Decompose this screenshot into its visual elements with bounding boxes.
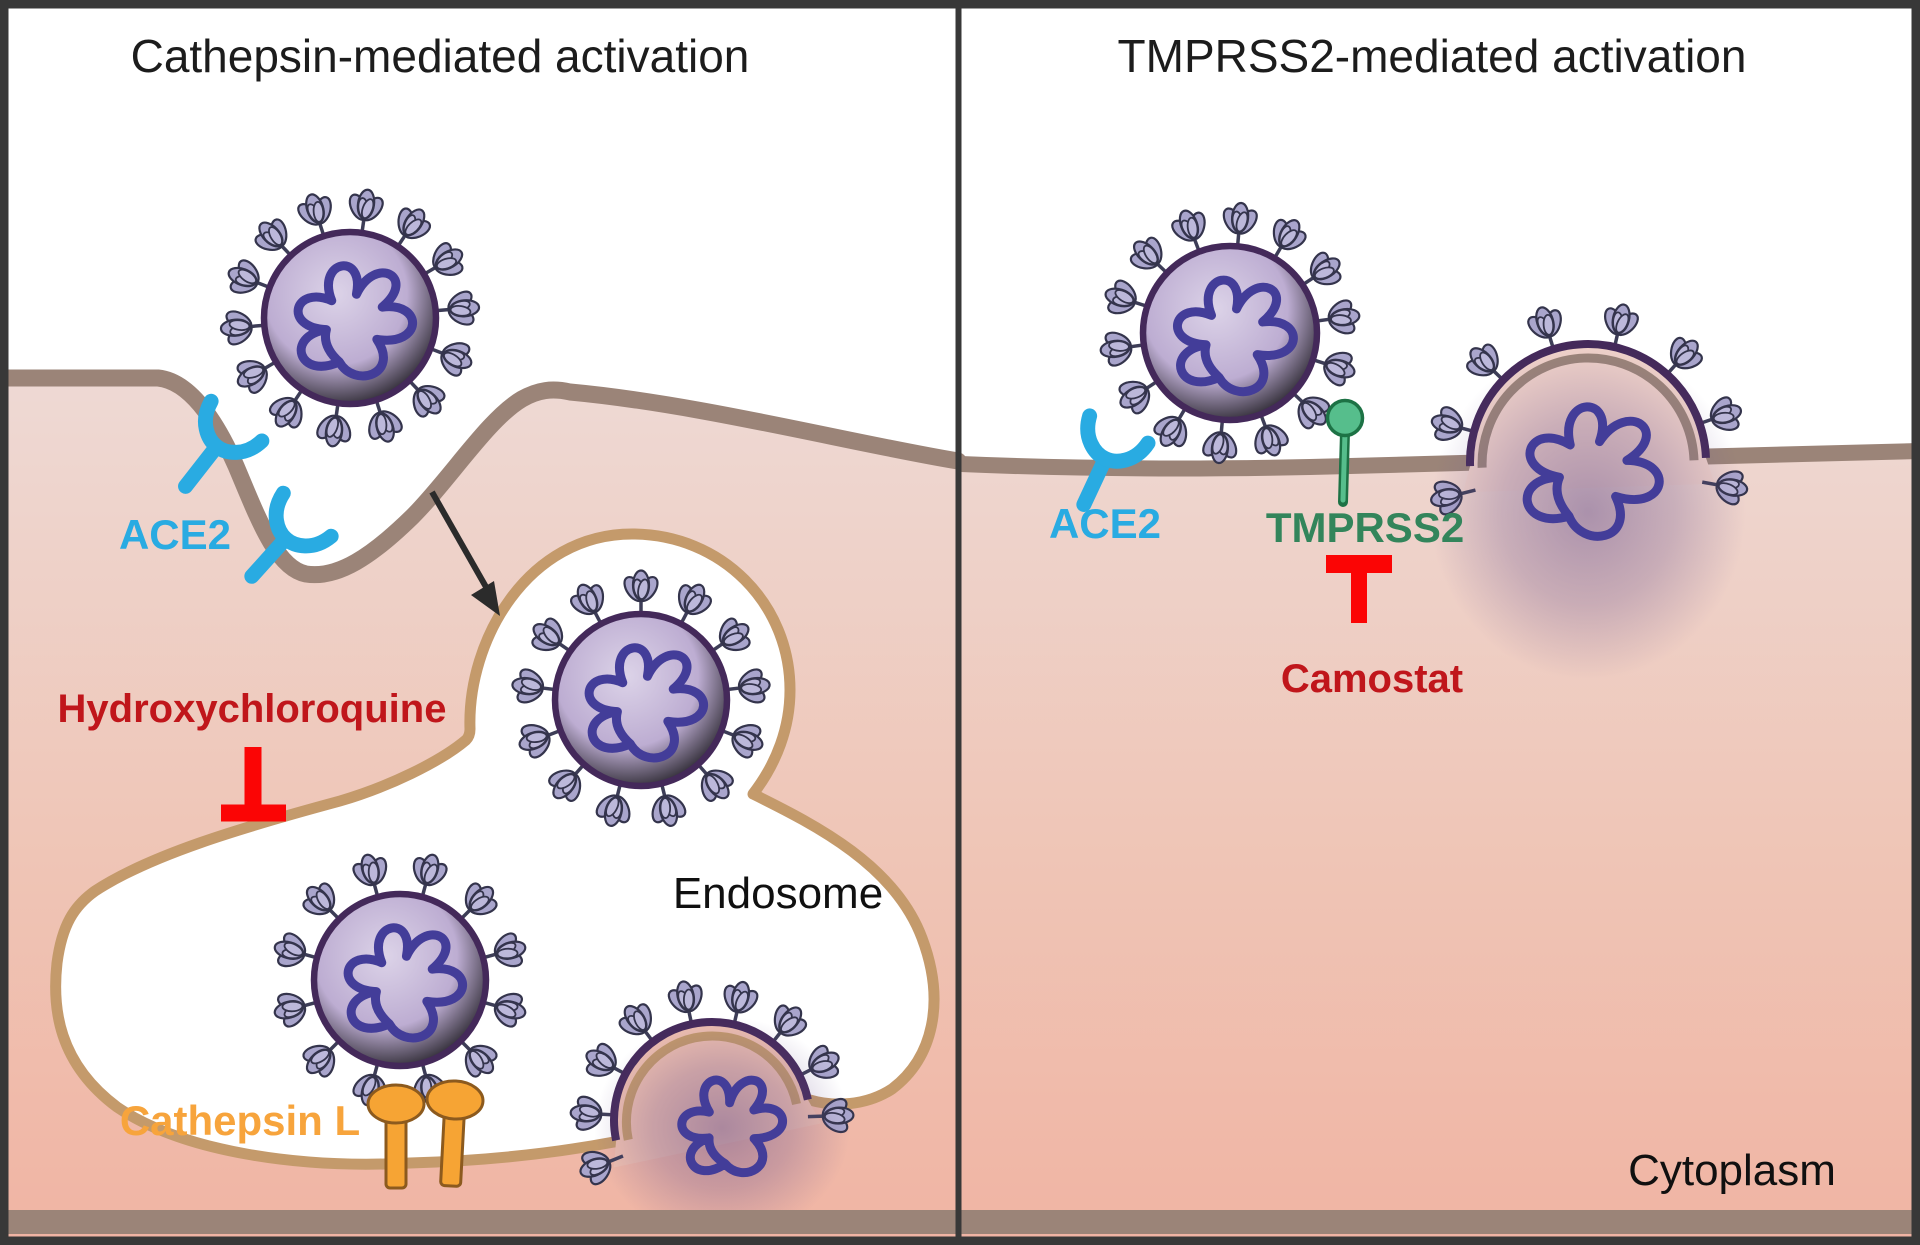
ace2-receptor-icon bbox=[178, 393, 270, 494]
spike-protein-icon bbox=[254, 218, 294, 259]
ace2-label-right: ACE2 bbox=[1049, 500, 1161, 547]
spike-protein-icon bbox=[1527, 306, 1562, 352]
endocytosis-arrow bbox=[429, 490, 500, 616]
spike-protein-icon bbox=[1299, 251, 1342, 288]
spike-protein-icon bbox=[618, 1003, 656, 1045]
spike-protein-icon bbox=[227, 259, 273, 294]
spike-protein-icon bbox=[695, 761, 734, 803]
viral-rna-genome bbox=[677, 1075, 787, 1178]
spike-protein-icon bbox=[1118, 378, 1161, 415]
hydroxychloroquine-label: Hydroxychloroquine bbox=[58, 687, 447, 731]
viral-rna-genome bbox=[1173, 275, 1298, 397]
spike-protein-icon bbox=[585, 1042, 629, 1077]
plasma-membrane-left bbox=[0, 369, 967, 584]
spike-protein-icon bbox=[1202, 417, 1238, 465]
spike-protein-icon bbox=[1222, 201, 1258, 249]
spike-protein-icon bbox=[316, 400, 352, 448]
viral-rna-genome bbox=[1522, 402, 1664, 541]
spike-protein-icon bbox=[268, 386, 305, 429]
viral-rna-genome bbox=[584, 643, 709, 763]
spike-protein-icon bbox=[724, 668, 771, 704]
spike-protein-icon bbox=[352, 853, 388, 900]
viral-rna-genome bbox=[343, 923, 468, 1043]
spike-protein-icon bbox=[433, 290, 481, 326]
spike-protein-icon bbox=[395, 207, 432, 250]
spike-protein-icon bbox=[480, 992, 527, 1028]
cathepsin-l-label: Cathepsin L bbox=[120, 1097, 360, 1144]
spike-protein-icon bbox=[623, 569, 659, 616]
spike-protein-icon bbox=[595, 781, 631, 827]
spike-protein-icon bbox=[458, 882, 498, 922]
spike-protein-icon bbox=[1290, 390, 1331, 430]
ace2-label-left: ACE2 bbox=[119, 511, 231, 558]
spike-protein-icon bbox=[368, 397, 403, 443]
released-rna-haze bbox=[1430, 344, 1746, 680]
spike-protein-icon bbox=[412, 853, 448, 900]
endosome-label: Endosome bbox=[673, 869, 883, 918]
spike-protein-icon bbox=[236, 359, 279, 394]
cathepsin-l-enzyme-icon bbox=[425, 1079, 485, 1188]
spike-protein-icon bbox=[718, 724, 764, 759]
released-rna-haze bbox=[594, 1016, 850, 1240]
spike-protein-icon bbox=[769, 1004, 808, 1046]
spike-protein-icon bbox=[1099, 331, 1147, 367]
spike-protein-icon bbox=[709, 617, 751, 654]
spike-protein-icon bbox=[548, 761, 587, 803]
spike-protein-icon bbox=[1254, 411, 1289, 457]
cathepsin-l-enzyme-icon bbox=[366, 1083, 426, 1190]
virus-particle bbox=[1099, 201, 1361, 465]
tmprss2-protein-icon bbox=[1325, 398, 1365, 507]
spike-protein-icon bbox=[1171, 209, 1206, 255]
camostat-label: Camostat bbox=[1281, 657, 1463, 701]
spike-protein-icon bbox=[1153, 405, 1189, 448]
virus-particle bbox=[273, 853, 527, 1107]
spike-protein-icon bbox=[651, 781, 687, 827]
hydroxychloroquine-inhibition-icon bbox=[221, 747, 286, 822]
spike-protein-icon bbox=[348, 188, 384, 236]
spike-protein-icon bbox=[427, 342, 473, 377]
spike-protein-icon bbox=[273, 932, 320, 968]
spike-protein-icon bbox=[569, 583, 605, 627]
spike-protein-icon bbox=[219, 310, 267, 346]
spike-protein-icon bbox=[518, 724, 564, 759]
tmprss2-label: TMPRSS2 bbox=[1266, 504, 1464, 551]
spike-protein-icon bbox=[1604, 303, 1639, 350]
virus-particle bbox=[219, 188, 481, 448]
cytoplasm-label: Cytoplasm bbox=[1628, 1146, 1836, 1195]
camostat-inhibition-icon bbox=[1326, 555, 1392, 623]
spike-protein-icon bbox=[302, 1038, 342, 1078]
virus-particle bbox=[511, 569, 771, 827]
panel-left-title: Cathepsin-mediated activation bbox=[131, 30, 750, 82]
spike-protein-icon bbox=[273, 992, 320, 1028]
cytoplasm-right bbox=[961, 451, 1920, 1245]
spike-protein-icon bbox=[1310, 351, 1356, 387]
spike-protein-icon bbox=[1104, 279, 1150, 315]
spike-protein-icon bbox=[1129, 236, 1170, 276]
panel-right-title: TMPRSS2-mediated activation bbox=[1118, 30, 1747, 82]
viral-rna-genome bbox=[293, 261, 418, 381]
spike-protein-icon bbox=[297, 193, 332, 239]
ace2-receptor-icon bbox=[244, 485, 339, 584]
spike-protein-icon bbox=[1313, 299, 1361, 335]
spike-protein-icon bbox=[511, 668, 558, 704]
spike-protein-icon bbox=[302, 882, 342, 922]
spike-protein-icon bbox=[421, 242, 464, 277]
spike-protein-icon bbox=[480, 932, 527, 968]
ace2-receptor-icon bbox=[1076, 408, 1156, 513]
spike-protein-icon bbox=[677, 583, 713, 627]
